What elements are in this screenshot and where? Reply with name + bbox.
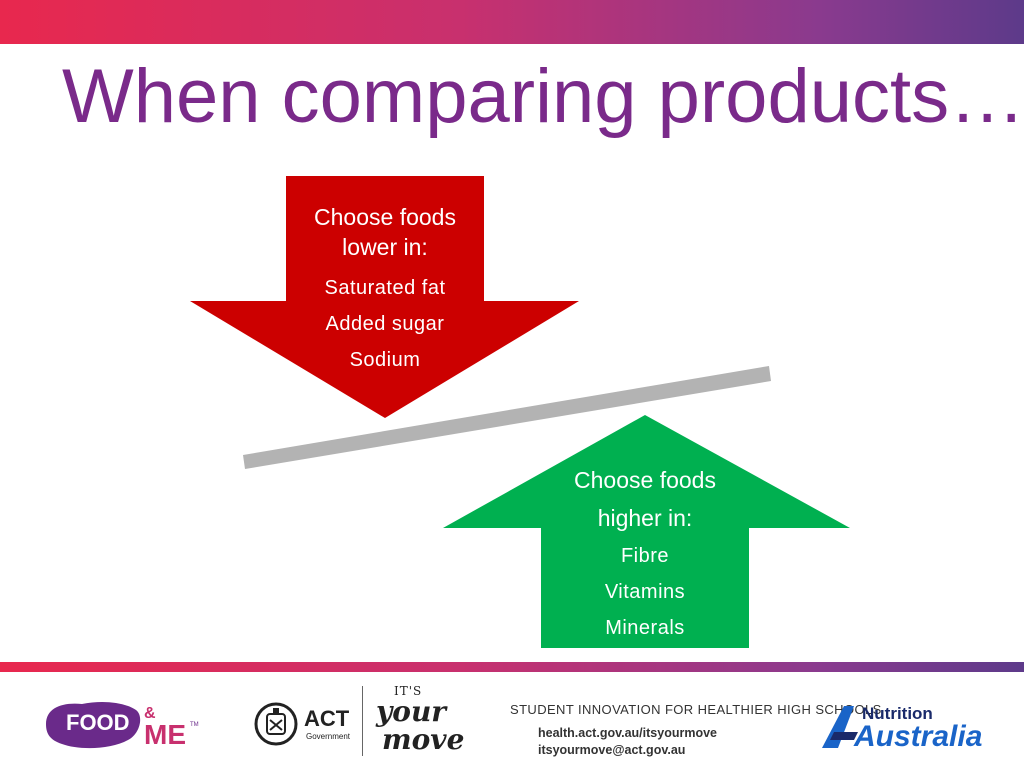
lower-heading-line-1: Choose foods — [314, 204, 456, 230]
higher-item-fibre: Fibre — [620, 545, 670, 567]
lower-in-arrow — [190, 176, 579, 418]
higher-in-text: Choose foods higher in: Fibre Vitamins M… — [541, 462, 749, 646]
higher-item-vitamins: Vitamins — [604, 581, 686, 603]
lower-item-saturated-fat: Saturated fat — [324, 277, 446, 299]
balance-beam — [243, 366, 771, 469]
higher-item-minerals: Minerals — [605, 617, 685, 639]
australia-wordmark: Australia — [854, 720, 983, 753]
your-word: your — [376, 695, 447, 728]
food-and-me-logo: FOOD & ME TM — [46, 702, 199, 750]
lower-in-text: Choose foods lower in: Saturated fat Add… — [286, 202, 484, 378]
food-amp: & — [144, 705, 156, 722]
lower-item-added-sugar: Added sugar — [325, 313, 445, 335]
food-word: FOOD — [66, 710, 130, 735]
higher-heading-line-1: Choose foods — [574, 467, 716, 493]
contact-email: itsyourmove@act.gov.au — [538, 743, 686, 757]
me-word: ME — [144, 719, 186, 750]
lower-heading-line-2: lower in: — [342, 234, 428, 260]
footer-accent-line — [0, 662, 1024, 672]
nutrition-wordmark: Nutrition — [862, 704, 933, 723]
top-accent-bar — [0, 0, 1024, 44]
act-government-label: Government — [306, 732, 351, 741]
lower-item-sodium: Sodium — [349, 349, 421, 371]
act-crest-icon — [254, 702, 298, 746]
contact-website: health.act.gov.au/itsyourmove — [538, 726, 717, 740]
its-label: IT'S — [394, 684, 423, 698]
logo-divider — [362, 686, 363, 756]
move-word: move — [382, 723, 465, 756]
slide-title: When comparing products… — [62, 54, 1024, 139]
its-your-move-logo: your move — [376, 698, 464, 754]
tm-mark: TM — [190, 722, 199, 728]
higher-heading-line-2: higher in: — [597, 505, 693, 531]
higher-in-arrow — [443, 415, 850, 648]
program-tagline: STUDENT INNOVATION FOR HEALTHIER HIGH SC… — [510, 702, 882, 717]
act-wordmark: ACT — [304, 706, 350, 731]
footer-logos: FOOD & ME TM ACT Government IT'S your mo… — [0, 672, 1024, 768]
nutrition-australia-mark-icon — [822, 706, 858, 748]
